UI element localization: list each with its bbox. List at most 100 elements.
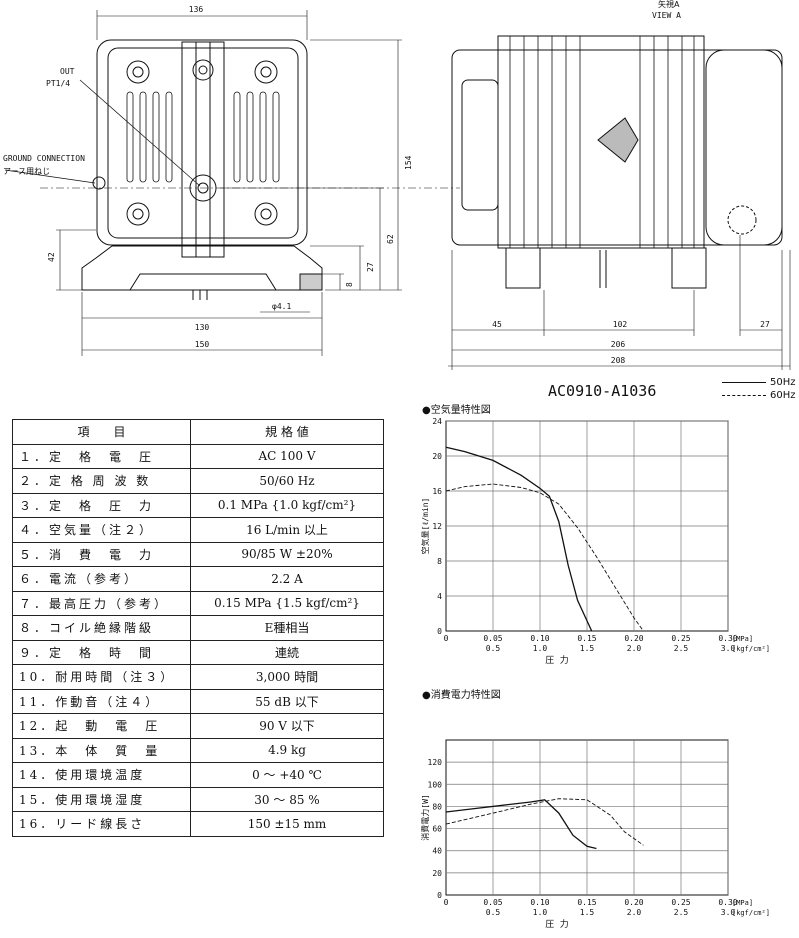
spec-item: 13．本 体 質 量 [12, 737, 191, 763]
x-tick-label-kgf: 1.0 [533, 644, 548, 653]
x-tick-label: 0.10 [530, 634, 549, 643]
legend-60hz-label: 60Hz [770, 390, 796, 401]
x-tick-label: 0.30 [718, 634, 737, 643]
dim-62: 62 [386, 234, 395, 244]
dim-top-width: 136 [189, 5, 204, 14]
view-label-en: VIEW A [652, 11, 681, 20]
model-title: AC0910-A1036 [548, 382, 657, 400]
spec-value: 3,000 時間 [190, 664, 384, 690]
series-line-60hz [445, 483, 644, 632]
y-tick-label: 20 [432, 452, 442, 461]
legend-60hz: 60Hz [722, 389, 796, 402]
x-tick-label: 0.25 [671, 634, 690, 643]
dim-base-150: 150 [195, 340, 210, 349]
x-unit-mpa: [MPa] [732, 899, 753, 907]
dim-base-130: 130 [195, 323, 210, 332]
ground-label-jp: アース用ねじ [3, 167, 50, 176]
technical-drawing: 136 OUT PT1/4 GROUND CONNECTION アース用ねじ 1… [3, 0, 791, 370]
spec-item: ４．空気量（注２） [12, 517, 191, 543]
chart-legend: 50Hz 60Hz [722, 376, 796, 402]
legend-50hz-label: 50Hz [770, 377, 796, 388]
front-view [4, 10, 460, 356]
spec-value: 0.1 MPa {1.0 kgf/cm²} [190, 492, 384, 518]
dim-side-102: 102 [613, 320, 628, 329]
dim-side-45: 45 [492, 320, 502, 329]
y-tick-label: 4 [437, 592, 442, 601]
spec-row: ４．空気量（注２）16 L/min 以上 [12, 517, 384, 543]
x-unit-kgf: [kgf/cm²] [732, 645, 770, 653]
x-tick-label: 0.20 [624, 634, 643, 643]
y-tick-label: 0 [437, 627, 442, 636]
dim-side-206: 206 [611, 340, 626, 349]
y-tick-label: 0 [437, 891, 442, 900]
x-tick-label: 0.15 [577, 898, 596, 907]
spec-value: 0.15 MPa {1.5 kgf/cm²} [190, 590, 384, 616]
x-tick-label: 0.20 [624, 898, 643, 907]
dim-hole: φ4.1 [272, 302, 291, 311]
out-thread-label: PT1/4 [46, 79, 70, 88]
spec-row: ９．定 格 時 間連続 [12, 639, 384, 665]
chart2-title: ●消費電力特性図 [422, 690, 501, 701]
y-axis-label: 消費電力[W] [420, 794, 430, 840]
spec-item: 10．耐用時間（注３） [12, 664, 191, 690]
header-item: 項 目 [12, 419, 191, 445]
series-line-50hz [445, 799, 597, 850]
legend-solid-line [722, 382, 766, 383]
y-tick-label: 8 [437, 557, 442, 566]
dim-42: 42 [47, 252, 56, 262]
spec-item: ９．定 格 時 間 [12, 639, 191, 665]
dim-27: 27 [366, 262, 375, 272]
spec-item: 14．使用環境温度 [12, 762, 191, 788]
x-tick-label: 0 [444, 898, 449, 907]
dim-height-total: 154 [404, 155, 413, 170]
spec-value: 16 L/min 以上 [190, 517, 384, 543]
series-line-50hz [445, 446, 593, 632]
spec-value: E種相当 [190, 615, 384, 641]
spec-item: 12．起 動 電 圧 [12, 713, 191, 739]
x-tick-label: 0.10 [530, 898, 549, 907]
x-tick-label: 0.25 [671, 898, 690, 907]
x-tick-label-kgf: 1.5 [580, 908, 595, 917]
spec-item: 11．作動音（注４） [12, 688, 191, 714]
series-line-60hz [445, 798, 644, 846]
x-unit-mpa: [MPa] [732, 635, 753, 643]
side-view [448, 35, 791, 370]
spec-item: １．定 格 電 圧 [12, 443, 191, 469]
y-tick-label: 40 [432, 847, 442, 856]
x-tick-label-kgf: 0.5 [486, 908, 501, 917]
x-tick-label-kgf: 2.5 [674, 644, 689, 653]
x-axis-label: 圧 力 [545, 918, 568, 930]
spec-row: ６．電流（参考）2.2 A [12, 566, 384, 592]
dim-8: 8 [345, 282, 354, 287]
spec-item: ８．コイル絶縁階級 [12, 615, 191, 641]
x-tick-label-kgf: 1.0 [533, 908, 548, 917]
x-tick-label-kgf: 3.0 [721, 908, 736, 917]
spec-item: ７．最高圧力（参考） [12, 590, 191, 616]
y-tick-label: 100 [428, 780, 443, 789]
x-tick-label: 0.30 [718, 898, 737, 907]
spec-item: 16．リード線長さ [12, 811, 191, 837]
chart1-title: ●空気量特性図 [422, 405, 491, 416]
y-tick-label: 16 [432, 487, 442, 496]
x-axis-label: 圧 力 [545, 654, 568, 666]
spec-value: 90/85 W ±20% [190, 541, 384, 567]
y-tick-label: 24 [432, 417, 442, 426]
y-axis-label: 空気量[ℓ/min] [420, 498, 430, 555]
y-tick-label: 20 [432, 869, 442, 878]
spec-value: 30 ～ 85 % [190, 786, 384, 812]
spec-value: 150 ±15 mm [190, 811, 384, 837]
x-tick-label-kgf: 1.5 [580, 644, 595, 653]
header-value: 規 格 値 [190, 419, 384, 445]
x-tick-label-kgf: 3.0 [721, 644, 736, 653]
spec-value: 0 ～ +40 ℃ [190, 762, 384, 788]
x-tick-label: 0.05 [483, 634, 502, 643]
dim-side-208: 208 [611, 356, 626, 365]
